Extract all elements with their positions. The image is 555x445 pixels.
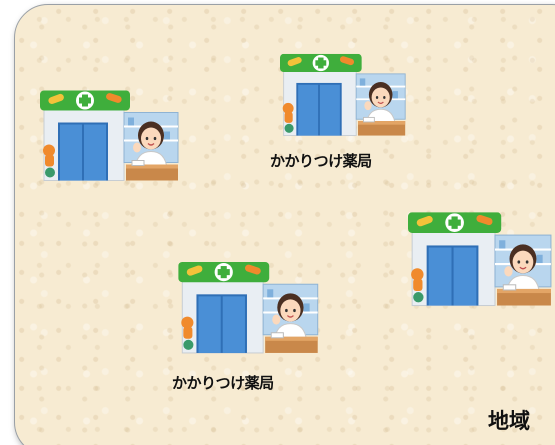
pharmacy-illustration	[40, 88, 180, 188]
region-label: 地域	[488, 409, 530, 433]
pharmacy-illustration	[178, 262, 320, 358]
pharmacy-illustration	[280, 53, 407, 141]
pharmacy-label: かかりつけ薬局	[270, 152, 372, 170]
pharmacy-label: かかりつけ薬局	[172, 374, 274, 392]
pharmacy-illustration	[408, 210, 553, 313]
